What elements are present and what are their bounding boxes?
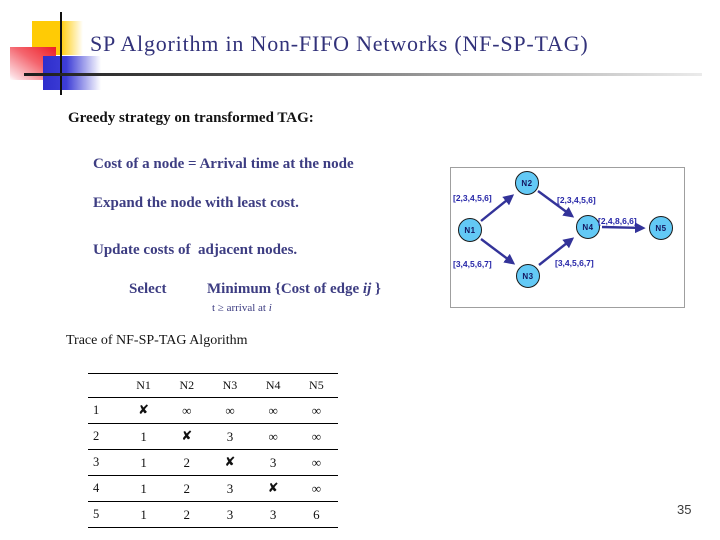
cell-n5: ∞ xyxy=(294,397,338,424)
edge-label-n4-n5: [2,4,8,6,6] xyxy=(598,216,637,226)
minimum-suffix: } xyxy=(371,281,381,297)
step-number: 2 xyxy=(88,423,122,450)
trace-title: Trace of NF-SP-TAG Algorithm xyxy=(66,333,248,348)
trace-table: N1 N2 N3 N4 N5 1 ✘ ∞ ∞ ∞ ∞ 2 1 ✘ 3 ∞ xyxy=(88,373,338,528)
table-row: 2 1 ✘ 3 ∞ ∞ xyxy=(88,423,338,450)
cell-n5: ∞ xyxy=(294,475,338,502)
cell-n5: ∞ xyxy=(294,423,338,450)
edge-label-n1-n2: [2,3,4,5,6] xyxy=(453,193,492,203)
title-divider-line xyxy=(24,73,702,76)
constraint-text: t ≥ arrival at xyxy=(212,302,269,314)
graph-node-n3: N3 xyxy=(516,264,540,288)
column-header-n3: N3 xyxy=(208,373,252,398)
cell-n3: ✘ xyxy=(208,449,252,476)
cell-n3: 3 xyxy=(208,501,252,528)
minimum-prefix: Minimum {Cost of edge xyxy=(207,281,363,297)
deco-vertical-line xyxy=(60,12,62,95)
cell-n2: 2 xyxy=(165,501,209,528)
column-header-n5: N5 xyxy=(294,373,338,398)
edge-label-n1-n3: [3,4,5,6,7] xyxy=(453,259,492,269)
cell-n4: ✘ xyxy=(251,475,295,502)
strategy-line-expand: Expand the node with least cost. xyxy=(93,195,299,211)
cell-n3: 3 xyxy=(208,475,252,502)
cell-n4: 3 xyxy=(251,449,295,476)
cell-n5: ∞ xyxy=(294,449,338,476)
graph-node-n1: N1 xyxy=(458,218,482,242)
cell-n2: 2 xyxy=(165,475,209,502)
table-row: 4 1 2 3 ✘ ∞ xyxy=(88,475,338,502)
tag-graph-diagram: N1 N2 N3 N4 N5 [2,3,4,5,6] [2,3,4,5,6] [… xyxy=(450,167,685,308)
diagram-edges xyxy=(480,190,646,266)
minimum-edge-var: ij xyxy=(362,281,372,297)
edge-n2-n4 xyxy=(537,190,575,218)
cell-n2: 2 xyxy=(165,449,209,476)
edge-n4-n5 xyxy=(601,222,646,234)
select-label: Select xyxy=(129,281,167,297)
column-header-n2: N2 xyxy=(165,373,209,398)
edge-n3-n4 xyxy=(538,237,575,266)
cell-n3: 3 xyxy=(208,423,252,450)
minimum-expression: Minimum {Cost of edge ij } xyxy=(207,281,381,298)
graph-node-n2: N2 xyxy=(515,171,539,195)
edge-n1-n2 xyxy=(480,194,515,222)
table-row: 5 1 2 3 3 6 xyxy=(88,501,338,528)
edge-label-n2-n4: [2,3,4,5,6] xyxy=(557,195,596,205)
step-number: 1 xyxy=(88,397,122,424)
time-constraint: t ≥ arrival at i xyxy=(212,302,272,314)
cell-n4: ∞ xyxy=(251,423,295,450)
cell-n2: ∞ xyxy=(165,397,209,424)
column-header-n1: N1 xyxy=(122,373,166,398)
strategy-line-cost: Cost of a node = Arrival time at the nod… xyxy=(93,156,354,172)
cell-n2: ✘ xyxy=(165,423,209,450)
cell-n1: 1 xyxy=(122,449,166,476)
cell-n1: 1 xyxy=(122,475,166,502)
table-row: 3 1 2 ✘ 3 ∞ xyxy=(88,449,338,476)
page-number: 35 xyxy=(677,502,692,517)
column-header-n4: N4 xyxy=(251,373,295,398)
slide-title: SP Algorithm in Non-FIFO Networks (NF-SP… xyxy=(90,31,589,56)
edge-label-n3-n4: [3,4,5,6,7] xyxy=(555,258,594,268)
strategy-line-update: Update costs of adjacent nodes. xyxy=(93,242,298,258)
cell-n1: 1 xyxy=(122,423,166,450)
cell-n1: ✘ xyxy=(122,397,166,424)
cell-n4: 3 xyxy=(251,501,295,528)
cell-n5: 6 xyxy=(294,501,338,528)
step-number: 5 xyxy=(88,501,122,528)
graph-node-n4: N4 xyxy=(576,215,600,239)
table-header-row: N1 N2 N3 N4 N5 xyxy=(88,373,338,398)
step-number: 3 xyxy=(88,449,122,476)
edge-n1-n3 xyxy=(480,238,516,265)
strategy-heading: Greedy strategy on transformed TAG: xyxy=(68,110,314,126)
cell-n3: ∞ xyxy=(208,397,252,424)
graph-node-n5: N5 xyxy=(649,216,673,240)
step-column-header xyxy=(88,373,122,398)
step-number: 4 xyxy=(88,475,122,502)
constraint-node-var: i xyxy=(268,302,272,314)
table-row: 1 ✘ ∞ ∞ ∞ ∞ xyxy=(88,397,338,424)
cell-n4: ∞ xyxy=(251,397,295,424)
cell-n1: 1 xyxy=(122,501,166,528)
